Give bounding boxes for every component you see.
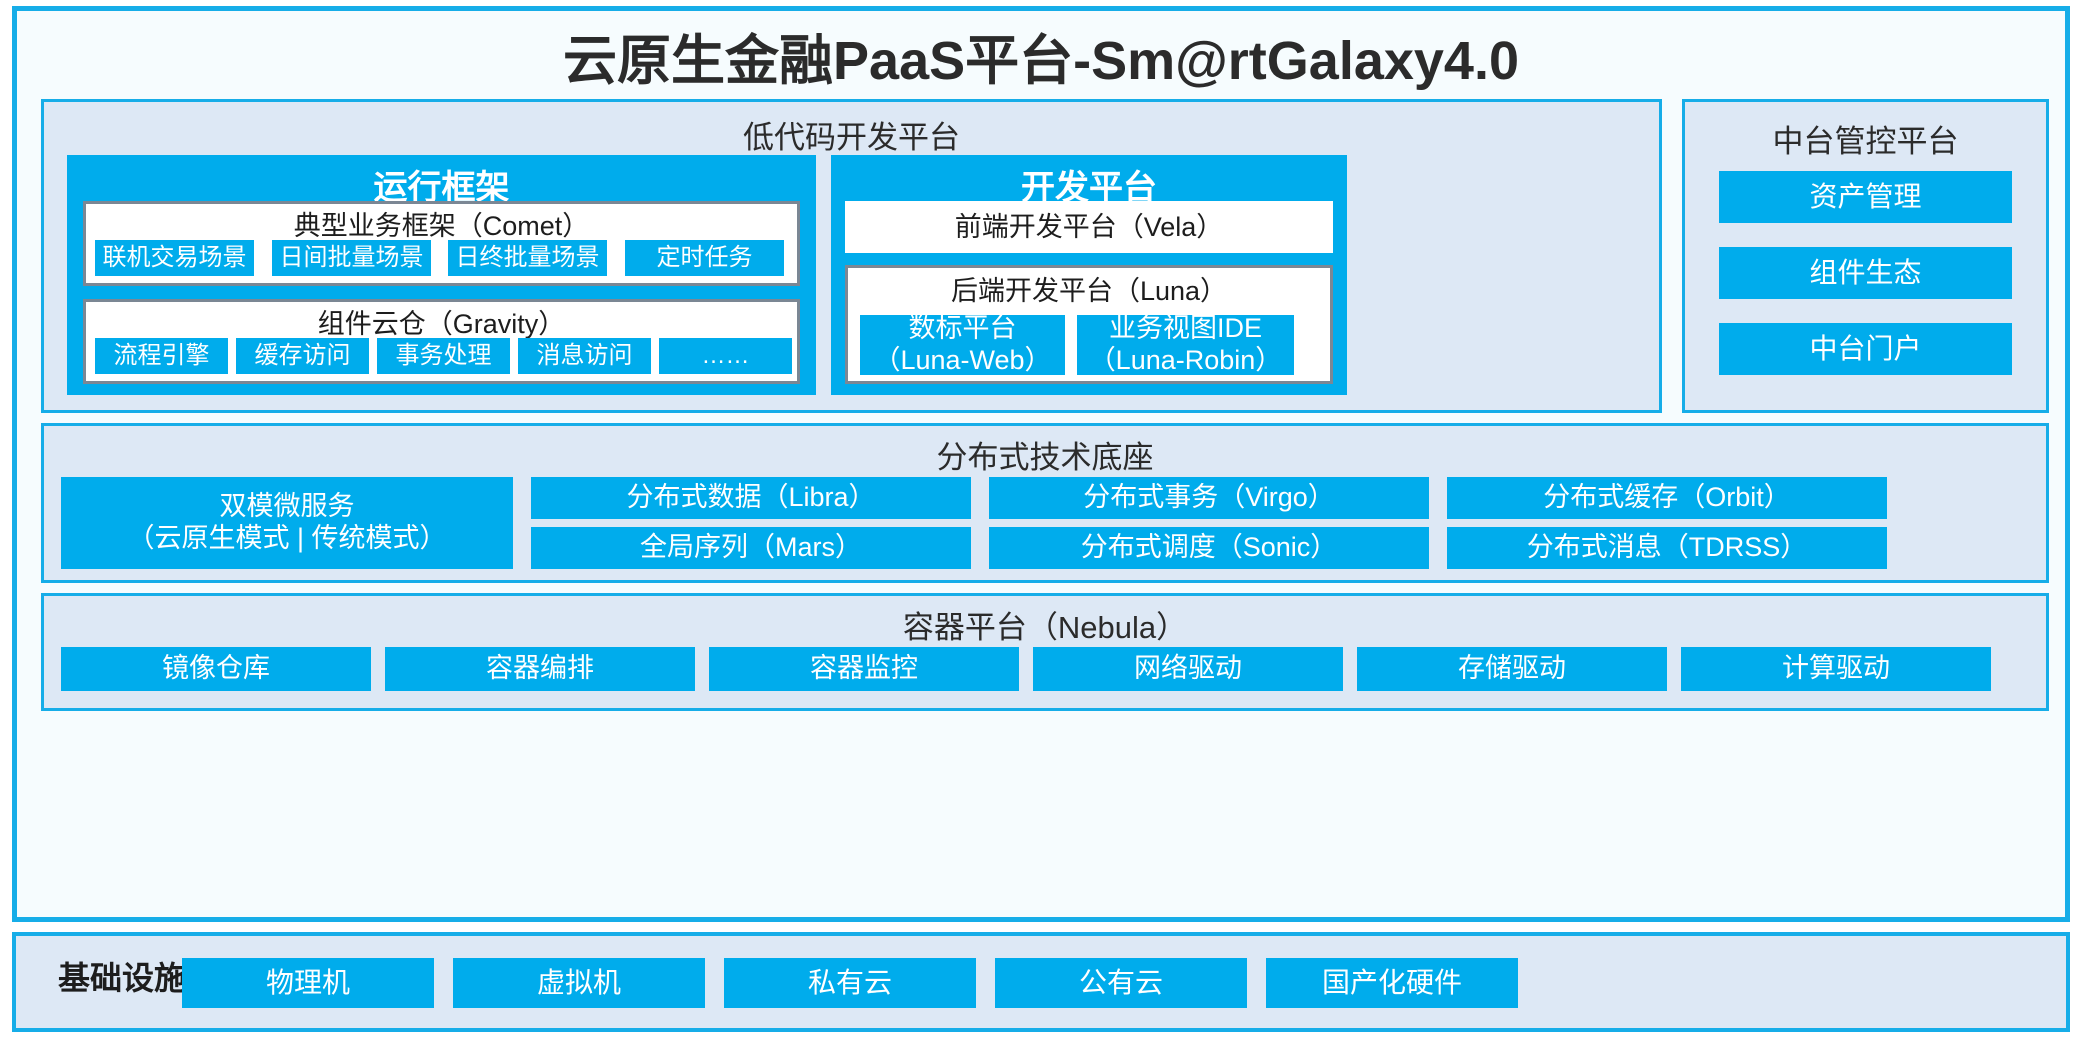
- lowcode-platform-title: 低代码开发平台: [743, 120, 960, 155]
- vela-frontend-title: 前端开发平台（Vela）: [954, 212, 1224, 242]
- container-chip-storage-driver[interactable]: 存储驱动: [1357, 647, 1667, 691]
- console-chip-portal[interactable]: 中台门户: [1719, 323, 2012, 375]
- infra-chip-private-cloud[interactable]: 私有云: [724, 958, 976, 1008]
- luna-backend-title: 后端开发平台（Luna）: [950, 276, 1228, 306]
- runtime-framework-title: 运行框架: [373, 169, 510, 207]
- gravity-chip-more[interactable]: ……: [659, 338, 792, 374]
- comet-chip-eod-batch[interactable]: 日终批量场景: [448, 240, 607, 276]
- container-chip-orchestration[interactable]: 容器编排: [385, 647, 695, 691]
- vela-frontend-card: 前端开发平台（Vela）: [845, 201, 1333, 253]
- infra-chip-domestic-hardware[interactable]: 国产化硬件: [1266, 958, 1518, 1008]
- distributed-chip-orbit[interactable]: 分布式缓存（Orbit）: [1447, 477, 1887, 519]
- distributed-chip-tdrss[interactable]: 分布式消息（TDRSS）: [1447, 527, 1887, 569]
- luna-robin-chip-line2: （Luna-Robin）: [1088, 345, 1283, 375]
- comet-chip-online-transaction[interactable]: 联机交易场景: [95, 240, 254, 276]
- gravity-chip-transaction-processing[interactable]: 事务处理: [377, 338, 510, 374]
- comet-chip-intraday-batch[interactable]: 日间批量场景: [272, 240, 431, 276]
- infra-chip-virtual-machine[interactable]: 虚拟机: [453, 958, 705, 1008]
- luna-robin-chip-line1: 业务视图IDE: [1108, 313, 1262, 344]
- gravity-title: 组件云仓（Gravity）: [317, 309, 566, 339]
- comet-title: 典型业务框架（Comet）: [293, 211, 590, 241]
- dual-mode-microservice-line1: 双模微服务: [219, 491, 355, 522]
- luna-web-chip[interactable]: 数标平台 （Luna-Web）: [860, 313, 1065, 375]
- distributed-foundation-title: 分布式技术底座: [936, 440, 1154, 475]
- distributed-chip-libra[interactable]: 分布式数据（Libra）: [531, 477, 971, 519]
- container-chip-image-registry[interactable]: 镜像仓库: [61, 647, 371, 691]
- console-platform-title: 中台管控平台: [1772, 124, 1959, 159]
- infrastructure-strip: 基础设施 物理机 虚拟机 私有云 公有云 国产化硬件: [12, 932, 2070, 1032]
- console-chip-asset-management[interactable]: 资产管理: [1719, 171, 2012, 223]
- gravity-chip-message-access[interactable]: 消息访问: [518, 338, 651, 374]
- container-platform-title: 容器平台（Nebula）: [902, 610, 1188, 645]
- distributed-chip-sonic[interactable]: 分布式调度（Sonic）: [989, 527, 1429, 569]
- dual-mode-microservice-chip[interactable]: 双模微服务 （云原生模式 | 传统模式）: [61, 477, 513, 569]
- page-title: 云原生金融PaaS平台-Sm@rtGalaxy4.0: [563, 30, 1519, 91]
- container-chip-monitoring[interactable]: 容器监控: [709, 647, 1019, 691]
- gravity-chip-process-engine[interactable]: 流程引擎: [95, 338, 228, 374]
- dev-platform-title: 开发平台: [1021, 169, 1157, 207]
- luna-web-chip-line1: 数标平台: [908, 313, 1017, 344]
- infra-chip-physical-machine[interactable]: 物理机: [182, 958, 434, 1008]
- luna-robin-chip[interactable]: 业务视图IDE （Luna-Robin）: [1077, 313, 1294, 375]
- infrastructure-label: 基础设施: [58, 960, 187, 996]
- container-chip-compute-driver[interactable]: 计算驱动: [1681, 647, 1991, 691]
- luna-web-chip-line2: （Luna-Web）: [873, 345, 1052, 375]
- distributed-chip-virgo[interactable]: 分布式事务（Virgo）: [989, 477, 1429, 519]
- main-frame: 云原生金融PaaS平台-Sm@rtGalaxy4.0 低代码开发平台 运行框架 …: [12, 6, 2070, 922]
- console-chip-component-ecosystem[interactable]: 组件生态: [1719, 247, 2012, 299]
- comet-chip-scheduled-task[interactable]: 定时任务: [625, 240, 784, 276]
- container-chip-network-driver[interactable]: 网络驱动: [1033, 647, 1343, 691]
- gravity-chip-cache-access[interactable]: 缓存访问: [236, 338, 369, 374]
- infra-chip-public-cloud[interactable]: 公有云: [995, 958, 1247, 1008]
- distributed-chip-mars[interactable]: 全局序列（Mars）: [531, 527, 971, 569]
- dual-mode-microservice-line2: （云原生模式 | 传统模式）: [127, 523, 447, 553]
- diagram-title-bar: 云原生金融PaaS平台-Sm@rtGalaxy4.0: [17, 11, 2065, 99]
